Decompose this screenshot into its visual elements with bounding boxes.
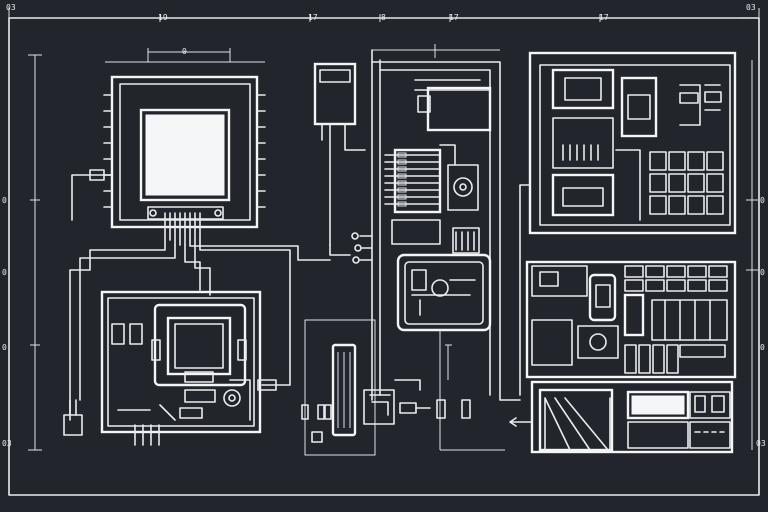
label-chip-top: 0 bbox=[182, 47, 187, 56]
label-left-4: 03 bbox=[2, 439, 12, 448]
grid-cell bbox=[649, 195, 667, 215]
grid-cell bbox=[706, 195, 724, 215]
label-right-1: 0 bbox=[760, 196, 765, 205]
panel-slots bbox=[562, 144, 599, 161]
power-module bbox=[313, 62, 366, 246]
grid-cell bbox=[668, 195, 686, 215]
bus-wires-left bbox=[69, 239, 331, 421]
terminal-screw bbox=[397, 187, 407, 193]
grid-cell bbox=[706, 173, 724, 193]
grid-cell bbox=[645, 265, 665, 278]
plug-connectors bbox=[329, 232, 373, 264]
grid-cell bbox=[638, 344, 651, 374]
terminal-screw bbox=[397, 166, 407, 172]
processor-board bbox=[63, 290, 277, 446]
label-top-2: 17 bbox=[308, 13, 318, 22]
display-screen bbox=[145, 114, 225, 196]
control-panel-middle bbox=[525, 260, 737, 379]
panel-grid-top bbox=[649, 151, 724, 215]
label-top-4: 17 bbox=[449, 13, 459, 22]
grid-cell bbox=[666, 344, 679, 374]
label-top-1: 19 bbox=[158, 13, 168, 22]
grid-cell bbox=[668, 173, 686, 193]
left-dimension-line bbox=[28, 54, 42, 451]
label-left-3: 0 bbox=[2, 343, 7, 352]
label-right-2: 0 bbox=[760, 268, 765, 277]
grid-cell bbox=[666, 279, 686, 292]
label-left-2: 0 bbox=[2, 268, 7, 277]
label-top-left-corner: 03 bbox=[6, 3, 16, 12]
terminal-screw bbox=[397, 180, 407, 186]
terminal-screw bbox=[397, 201, 407, 207]
right-dimension-line bbox=[746, 60, 758, 450]
terminal-block bbox=[384, 144, 480, 254]
dimension-labels: 03 03 19 17 8 17 17 0 0 0 03 0 0 0 03 bbox=[2, 3, 766, 448]
grid-cell bbox=[624, 265, 644, 278]
grid-cell bbox=[652, 344, 665, 374]
grid-cell bbox=[687, 173, 705, 193]
panel-display bbox=[631, 395, 685, 415]
grid-cell bbox=[645, 279, 665, 292]
label-left-1: 0 bbox=[2, 196, 7, 205]
grid-cell bbox=[649, 173, 667, 193]
grid-cell bbox=[708, 265, 728, 278]
grid-cell bbox=[624, 344, 637, 374]
terminal-screw bbox=[397, 194, 407, 200]
grid-cell bbox=[708, 279, 728, 292]
grid-cell bbox=[649, 151, 667, 171]
label-right-4: 03 bbox=[756, 439, 766, 448]
controller-unit bbox=[396, 253, 492, 332]
top-dimension-line bbox=[40, 14, 740, 22]
label-top-3: 8 bbox=[381, 13, 386, 22]
label-right-3: 0 bbox=[760, 343, 765, 352]
panel-grid-middle bbox=[624, 265, 728, 374]
label-top-5: 17 bbox=[599, 13, 609, 22]
bottom-center-components bbox=[301, 319, 505, 456]
terminal-screw bbox=[397, 152, 407, 158]
grid-cell bbox=[666, 265, 686, 278]
grid-cell bbox=[668, 151, 686, 171]
grid-cell bbox=[687, 195, 705, 215]
control-panel-bottom bbox=[509, 380, 734, 454]
terminal-screw bbox=[397, 173, 407, 179]
center-bus bbox=[371, 44, 521, 401]
control-panel-top bbox=[519, 51, 737, 396]
terminal-rows bbox=[384, 152, 441, 207]
display-chip: 0 bbox=[71, 47, 266, 246]
terminal-screw bbox=[397, 159, 407, 165]
grid-cell bbox=[687, 265, 707, 278]
label-top-right-corner: 03 bbox=[746, 3, 756, 12]
grid-cell bbox=[706, 151, 724, 171]
grid-cell bbox=[687, 279, 707, 292]
grid-cell bbox=[687, 151, 705, 171]
grid-cell bbox=[624, 279, 644, 292]
